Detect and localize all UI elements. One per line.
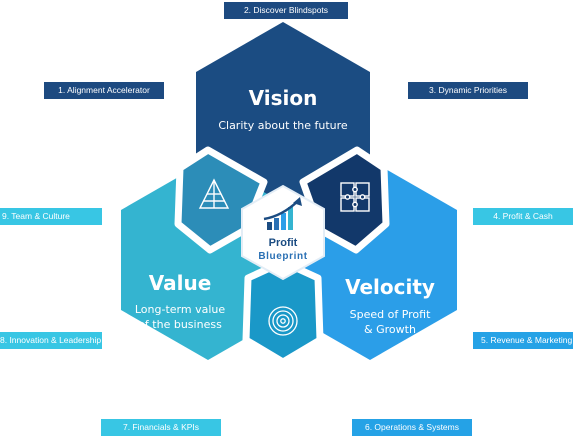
tag-revenue-marketing: 5. Revenue & Marketing bbox=[473, 332, 573, 349]
value-subtitle-line2: of the business bbox=[138, 318, 222, 331]
tag-team-culture: 9. Team & Culture bbox=[0, 208, 102, 225]
vision-subtitle: Clarity about the future bbox=[218, 119, 348, 132]
value-subtitle-line1: Long-term value bbox=[135, 303, 225, 316]
tag-discover-blindspots: 2. Discover Blindspots bbox=[224, 2, 348, 19]
center-line2: Blueprint bbox=[258, 251, 307, 262]
vision-hexagon bbox=[196, 22, 370, 210]
velocity-subtitle-line2: & Growth bbox=[364, 323, 416, 336]
tag-alignment-accelerator: 1. Alignment Accelerator bbox=[44, 82, 164, 99]
growth-chart-icon bbox=[263, 197, 302, 230]
center-line1: Profit bbox=[269, 237, 298, 249]
velocity-title: Velocity bbox=[345, 275, 435, 299]
pyramid-icon bbox=[198, 178, 230, 209]
velocity-subtitle-line1: Speed of Profit bbox=[350, 308, 431, 321]
vision-title: Vision bbox=[249, 86, 318, 110]
value-velocity-overlap bbox=[242, 258, 324, 366]
tag-operations-systems: 6. Operations & Systems bbox=[352, 419, 472, 436]
center-hexagon bbox=[241, 184, 325, 281]
target-icon bbox=[268, 306, 298, 336]
tag-innovation-leadership: 8. Innovation & Leadership bbox=[0, 332, 102, 349]
tag-dynamic-priorities: 3. Dynamic Priorities bbox=[408, 82, 528, 99]
puzzle-icon bbox=[340, 182, 370, 212]
tag-profit-cash: 4. Profit & Cash bbox=[473, 208, 573, 225]
value-title: Value bbox=[149, 271, 212, 295]
tag-financials-kpis: 7. Financials & KPIs bbox=[101, 419, 221, 436]
